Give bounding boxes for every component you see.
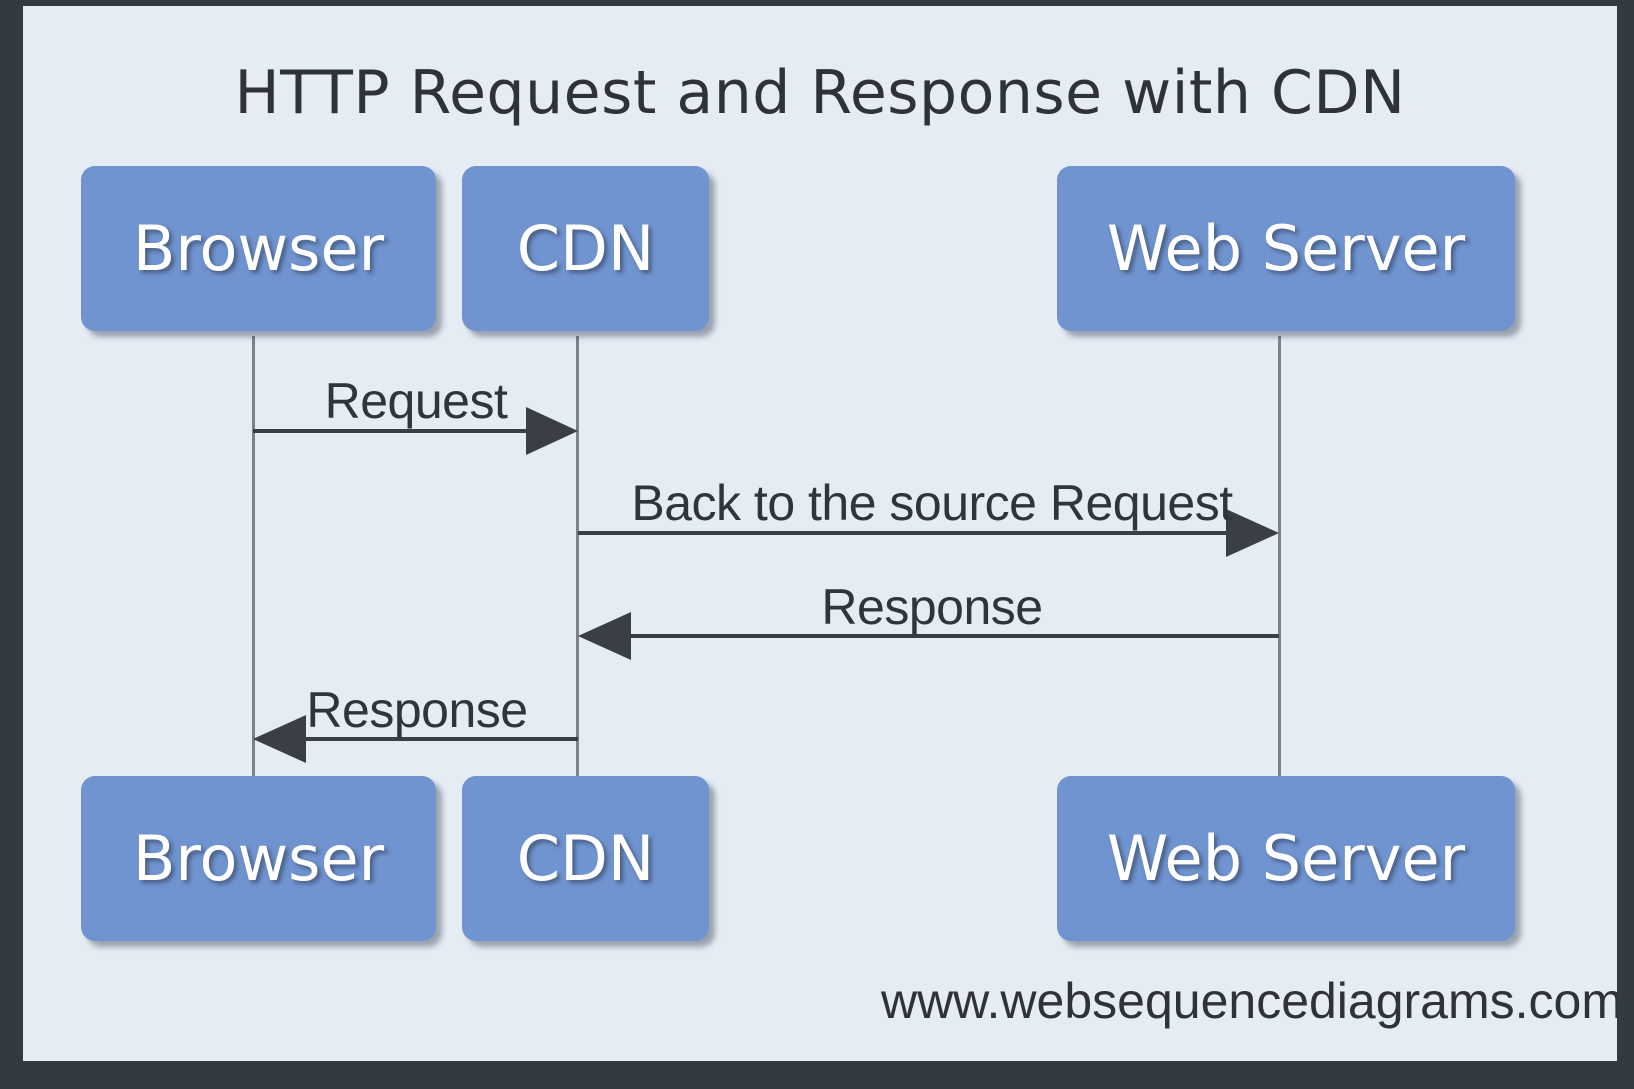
message-label-response-server-to-cdn: Response <box>821 579 1043 635</box>
actor-cdn-top: CDN <box>462 166 709 331</box>
lifeline-cdn <box>576 336 579 782</box>
actor-browser-top: Browser <box>81 166 436 331</box>
message-label-request: Request <box>324 373 508 429</box>
sequence-diagram: HTTP Request and Response with CDN Brows… <box>23 6 1617 1061</box>
arrow-response-server-to-cdn <box>578 612 1279 660</box>
arrow-response-cdn-to-browser <box>253 715 578 763</box>
message-arrows <box>253 407 1279 763</box>
footer-watermark: www.websequencediagrams.com <box>880 973 1617 1029</box>
actor-webserver-top: Web Server <box>1057 166 1515 331</box>
arrow-back-to-source-request <box>578 509 1279 557</box>
diagram-title: HTTP Request and Response with CDN <box>234 58 1406 128</box>
message-label-response-cdn-to-browser: Response <box>306 682 528 738</box>
lifeline-webserver <box>1278 336 1281 782</box>
actor-webserver-bottom: Web Server <box>1057 776 1515 941</box>
actor-browser-bottom: Browser <box>81 776 436 941</box>
actor-cdn-bottom: CDN <box>462 776 709 941</box>
lifeline-browser <box>252 336 255 782</box>
message-label-back-to-source-request: Back to the source Request <box>631 475 1233 531</box>
arrow-request <box>253 407 578 455</box>
